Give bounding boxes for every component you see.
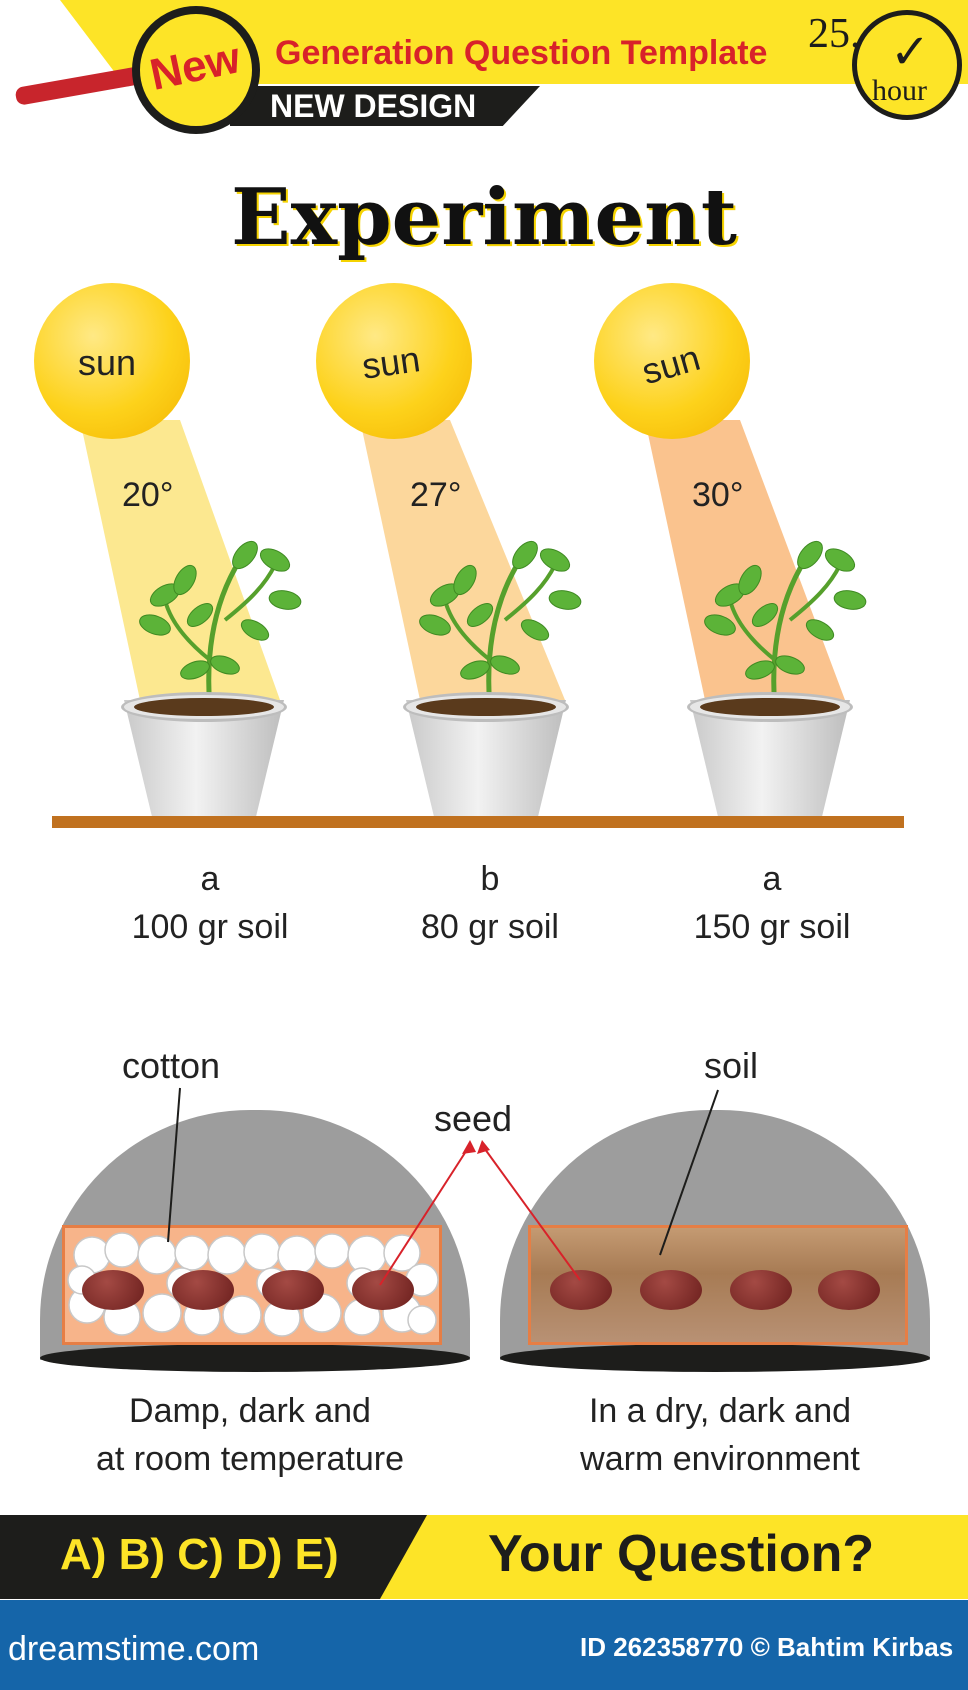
timer-unit: hour [872, 74, 927, 107]
left-caption-line1: Damp, dark and [129, 1392, 371, 1430]
temperature-2: 27° [410, 476, 462, 514]
sun-icon-1 [34, 283, 190, 439]
seed-5 [550, 1270, 612, 1310]
plant-icon-3 [704, 540, 867, 711]
seed-6 [640, 1270, 702, 1310]
cotton-label: cotton [122, 1045, 221, 1086]
pot-amount-2: 80 gr soil [421, 908, 559, 946]
timer-number: 25. [808, 11, 861, 57]
right-caption-line2: warm environment [580, 1440, 860, 1478]
pot-label-3: a [762, 860, 782, 898]
answer-options: A) B) C) D) E) [60, 1530, 339, 1579]
pot-label-2: b [480, 860, 500, 898]
sun-icon-2 [316, 283, 472, 439]
seed-1 [82, 1270, 144, 1310]
checkmark-icon: ✓ [890, 26, 931, 79]
clock-icon [852, 10, 962, 120]
template-subtitle: NEW DESIGN [270, 88, 477, 124]
plant-icon-1 [139, 540, 302, 711]
sun-label-1: sun [78, 342, 137, 383]
pot-soil-2 [416, 698, 556, 716]
magnifier-icon [132, 6, 260, 134]
shelf [52, 816, 904, 828]
subtitle-banner [230, 86, 540, 126]
soil-label: soil [704, 1045, 759, 1086]
temperature-3: 30° [692, 476, 744, 514]
left-caption-line2: at room temperature [95, 1440, 405, 1478]
pot-label-1: a [200, 860, 220, 898]
seed-2 [172, 1270, 234, 1310]
seed-8 [818, 1270, 880, 1310]
seed-7 [730, 1270, 792, 1310]
sun-icon-3 [594, 283, 750, 439]
seed-label: seed [434, 1098, 513, 1139]
temperature-1: 20° [122, 476, 174, 514]
plant-icon-2 [419, 540, 582, 711]
sun-beam-1 [80, 420, 280, 700]
question-bar [380, 1515, 968, 1599]
page-title: Experiment [231, 172, 737, 263]
seed-4 [352, 1270, 414, 1310]
seed-3 [262, 1270, 324, 1310]
question-prompt: Your Question? [488, 1525, 875, 1583]
footer-site: dreamstime.com [8, 1630, 260, 1668]
template-title: Generation Question Template [275, 34, 768, 72]
pot-amount-1: 100 gr soil [131, 908, 289, 946]
right-caption-line1: In a dry, dark and [588, 1392, 852, 1430]
footer-credit: ID 262358770 © Bahtim Kirbas [580, 1632, 954, 1662]
pot-amount-3: 150 gr soil [693, 908, 851, 946]
footer [0, 1600, 968, 1690]
pot-soil-3 [700, 698, 840, 716]
sun-beam-3 [645, 420, 845, 700]
sun-beam-2 [360, 420, 565, 700]
pot-soil-1 [134, 698, 274, 716]
